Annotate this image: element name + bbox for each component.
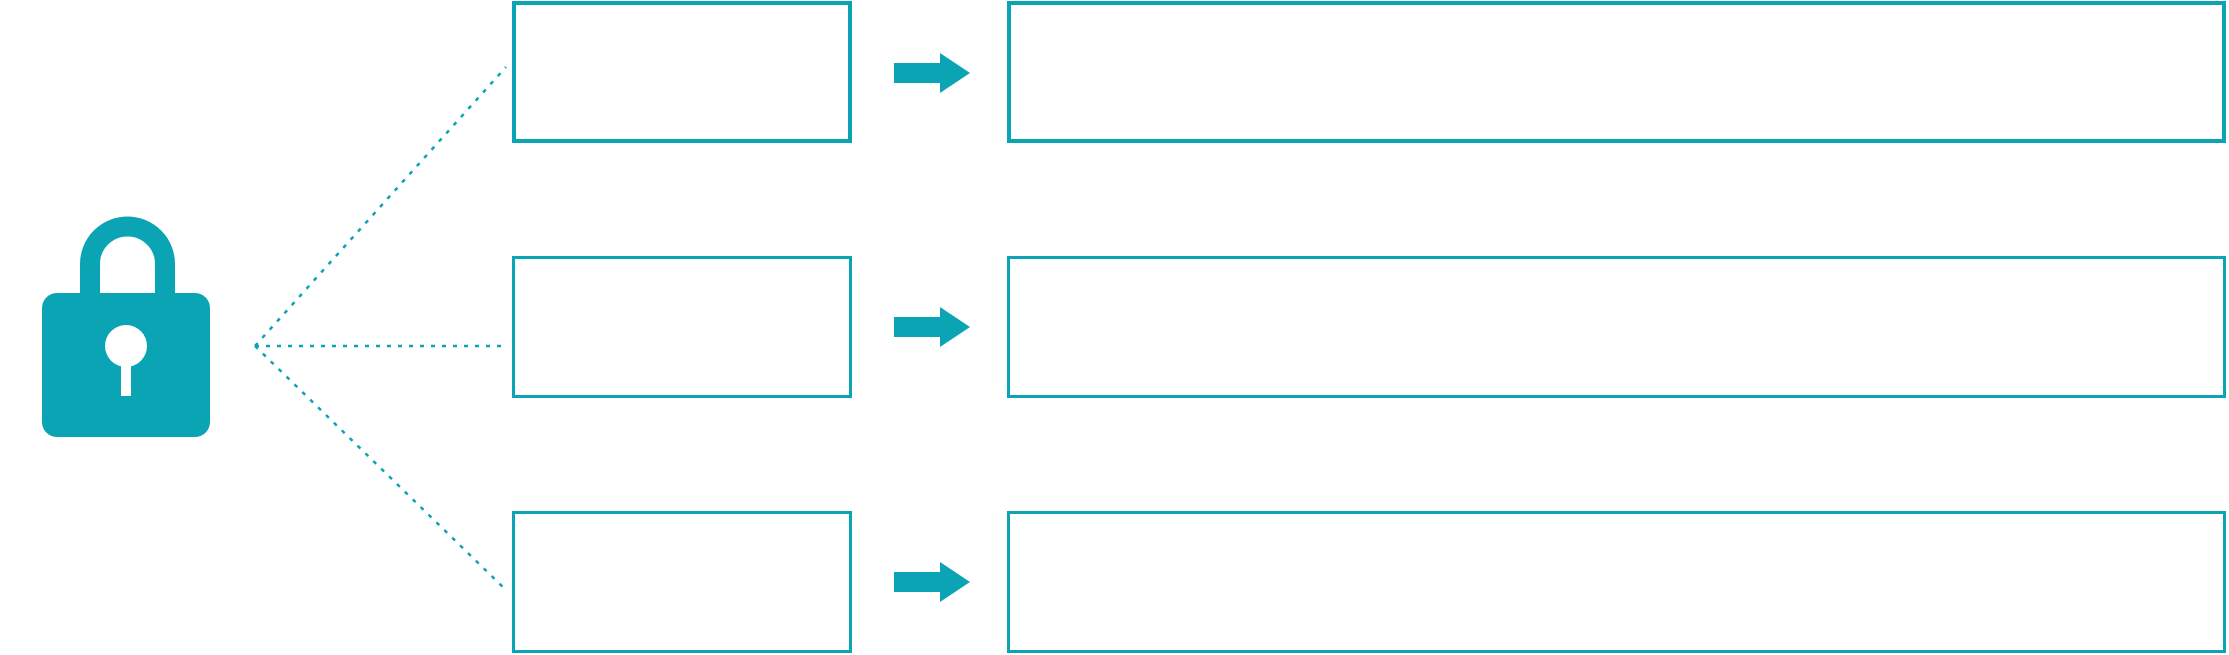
connector-line-top (254, 66, 507, 347)
detail-box-2 (1007, 256, 2226, 398)
lock-icon (42, 216, 210, 437)
connector-line-bottom (254, 345, 507, 591)
detail-box-3 (1007, 511, 2226, 653)
source-box-3 (512, 511, 852, 653)
source-box-1 (512, 1, 852, 143)
arrow-right-icon (894, 562, 970, 602)
source-box-2 (512, 256, 852, 398)
detail-box-1 (1007, 1, 2226, 143)
arrow-right-icon (894, 53, 970, 93)
arrow-right-icon (894, 307, 970, 347)
